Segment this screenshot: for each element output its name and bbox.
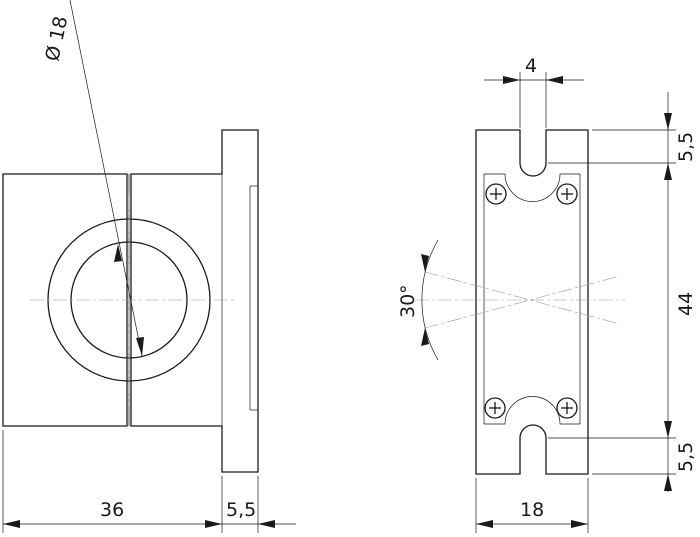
arrow-18-left [476, 520, 493, 528]
diameter-label: Ø 18 [41, 14, 72, 63]
arrow-4-right [546, 76, 563, 84]
dim-label-44: 44 [675, 292, 697, 316]
diameter-leader-line [69, 0, 143, 357]
dim-label-flange-5-5: 5,5 [226, 499, 256, 521]
arrow-36-right [205, 520, 222, 528]
screw-top-right [556, 183, 578, 205]
screw-top-left [485, 183, 507, 205]
plate-outline [475, 129, 589, 475]
dim-label-angle: 30° [397, 284, 419, 318]
arrow-36-left [3, 520, 20, 528]
diameter-arrow-top [114, 244, 122, 262]
angle-arrow-top [421, 254, 429, 272]
plate-inner-panel [483, 173, 581, 425]
screw-bottom-left [484, 397, 506, 419]
swivel-centerline-up [424, 271, 621, 325]
angle-arrow-bottom [421, 328, 429, 346]
side-view: Ø 18 36 5,5 [2, 0, 296, 533]
arrow-5-5-flange [258, 520, 275, 528]
front-view: 30° 4 5,5 44 5,5 18 [397, 55, 697, 533]
dim-label-4: 4 [525, 55, 537, 77]
arrow-5-5-bottom-b [664, 474, 672, 491]
dim-label-top-5-5: 5,5 [675, 132, 697, 162]
swivel-centerline-down [424, 275, 621, 329]
angle-arc [421, 239, 439, 361]
arrow-44-top [664, 163, 672, 180]
block-right-half [130, 129, 259, 473]
diameter-arrow-bottom [136, 337, 144, 356]
dim-label-bottom-5-5: 5,5 [675, 442, 697, 472]
arrow-4-left [503, 76, 520, 84]
arrow-18-right [571, 520, 588, 528]
dim-label-36: 36 [100, 499, 124, 521]
arrow-5-5-top-a [664, 113, 672, 130]
screw-bottom-right [556, 397, 578, 419]
block-left-half [2, 173, 128, 427]
arrow-44-bottom [664, 421, 672, 438]
dim-label-18: 18 [520, 499, 544, 521]
